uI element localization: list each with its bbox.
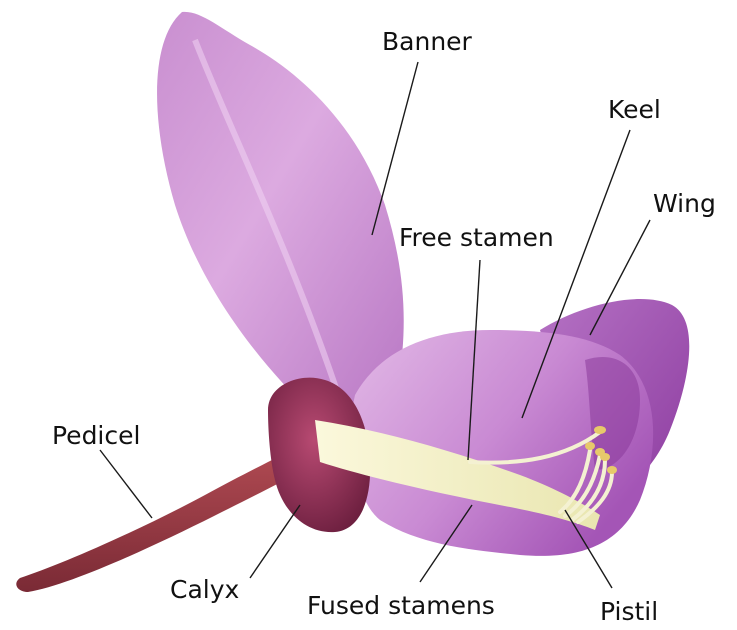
- pedicel-shape: [16, 452, 300, 592]
- calyx-leader: [250, 505, 300, 578]
- label-fused-stamens: Fused stamens: [307, 591, 495, 620]
- label-calyx: Calyx: [170, 575, 239, 604]
- label-keel: Keel: [608, 95, 661, 124]
- label-banner: Banner: [382, 27, 473, 56]
- label-free-stamen: Free stamen: [399, 223, 554, 252]
- label-pedicel: Pedicel: [52, 421, 140, 450]
- banner-leader: [372, 62, 418, 235]
- label-wing: Wing: [653, 189, 716, 218]
- pedicel-leader: [100, 450, 152, 518]
- banner-petal: [157, 12, 404, 420]
- label-pistil: Pistil: [600, 597, 658, 626]
